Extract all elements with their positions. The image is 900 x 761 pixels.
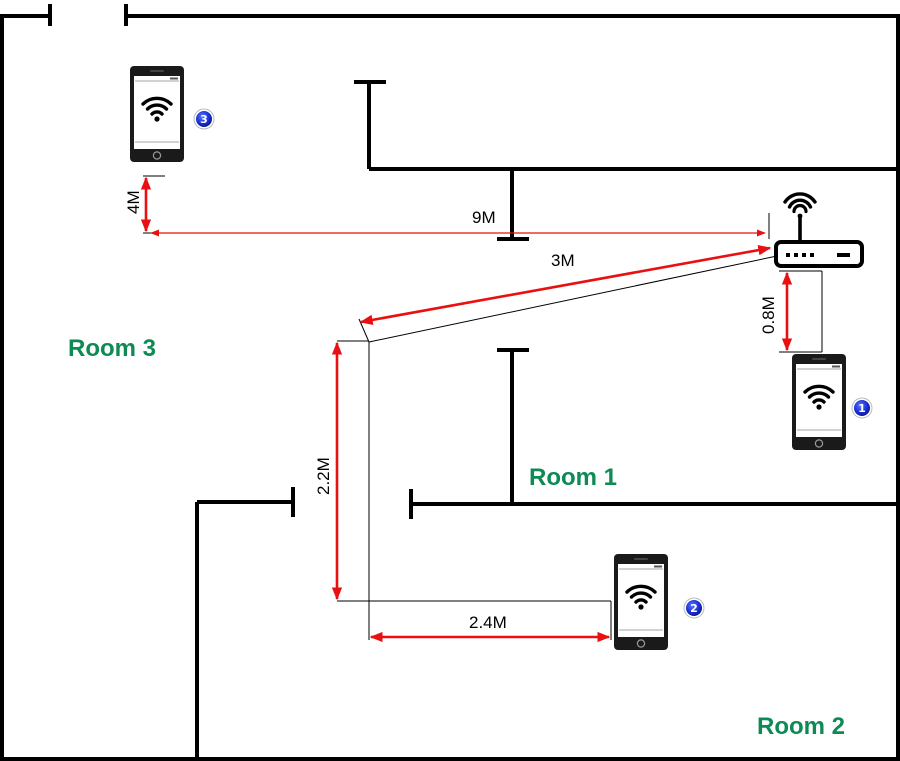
measurements: [140, 176, 793, 643]
badge-3: 3: [193, 108, 215, 130]
label-4m: 4M: [124, 190, 143, 214]
room-3-label: Room 3: [68, 335, 156, 362]
room-2-label: Room 2: [757, 713, 845, 740]
badge-2-number: 2: [690, 602, 698, 615]
walls: [0, 4, 900, 761]
badge-1: 1: [851, 397, 873, 419]
label-0-8m: 0.8M: [759, 296, 778, 334]
badge-3-number: 3: [200, 113, 208, 126]
arrow-3m: [359, 244, 772, 326]
smartphone-wifi-icon: [128, 64, 186, 164]
phone-2: 2: [612, 552, 705, 652]
smartphone-wifi-icon: [612, 552, 670, 652]
guide-lines: [143, 175, 823, 640]
label-3m: 3M: [551, 251, 575, 270]
smartphone-wifi-icon: [790, 352, 848, 452]
label-2-2m: 2.2M: [314, 457, 333, 495]
wifi-router-icon: [774, 192, 864, 268]
label-9m: 9M: [472, 208, 496, 227]
measurement-labels: 9M 3M 4M 0.8M 2.2M 2.4M: [124, 190, 778, 632]
badge-1-number: 1: [858, 402, 866, 415]
phone-1: 1: [790, 352, 873, 452]
phone-3: 3: [128, 64, 215, 164]
label-2-4m: 2.4M: [469, 613, 507, 632]
badge-2: 2: [683, 597, 705, 619]
outer-wall: [0, 14, 900, 761]
room-1-label: Room 1: [529, 464, 617, 491]
